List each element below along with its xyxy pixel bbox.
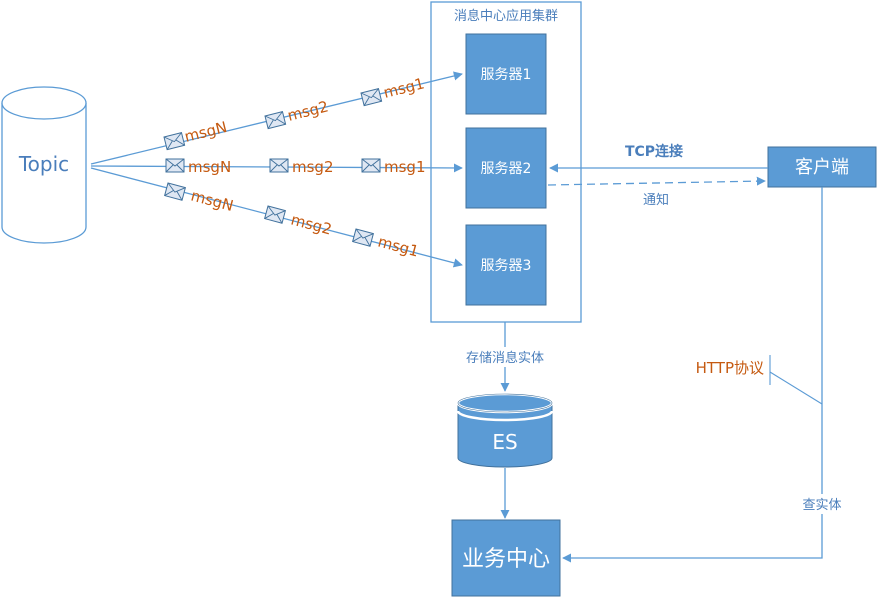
client-label: 客户端 bbox=[795, 157, 849, 178]
server-3-label: 服务器3 bbox=[481, 258, 532, 274]
msg-label-middle-2: msg2 bbox=[292, 158, 334, 176]
envelope-icon bbox=[352, 228, 374, 247]
arrow-server-2-notify-client bbox=[547, 176, 766, 186]
server-2-label: 服务器2 bbox=[481, 161, 532, 177]
cluster-title: 消息中心应用集群 bbox=[454, 8, 558, 24]
notify-label: 通知 bbox=[643, 192, 669, 208]
msg-label-lower-1: msg1 bbox=[376, 232, 421, 260]
msg-label-upper-2: msg2 bbox=[286, 97, 331, 125]
envelope-icon bbox=[163, 132, 186, 151]
envelope-icon bbox=[164, 182, 186, 201]
server-2: 服务器2 bbox=[465, 127, 547, 209]
msg-label-lower-2: msg2 bbox=[289, 210, 334, 238]
query-entity-label: 查实体 bbox=[802, 498, 841, 513]
envelope-icon bbox=[165, 158, 185, 173]
msg-label-upper-N: msgN bbox=[183, 118, 229, 146]
msg-label-middle-N: msgN bbox=[188, 158, 231, 176]
es-node: ES bbox=[456, 392, 554, 468]
topic-node: Topic bbox=[1, 86, 87, 244]
tcp-connection-label: TCP连接 bbox=[625, 143, 683, 160]
envelope-icon bbox=[360, 88, 383, 107]
business-center-node: 业务中心 bbox=[451, 519, 561, 597]
store-message-label: 存储消息实体 bbox=[466, 350, 544, 366]
topic-label: Topic bbox=[18, 152, 69, 176]
server-3: 服务器3 bbox=[465, 224, 547, 306]
server-1: 服务器1 bbox=[465, 33, 547, 115]
message-labels: msgN msg2 msg1 msgN msg2 msg1 msgN msg2 … bbox=[183, 74, 427, 260]
msg-label-upper-1: msg1 bbox=[382, 74, 427, 102]
envelope-icon bbox=[269, 158, 289, 173]
arrow-client-to-business-center bbox=[562, 187, 823, 563]
msg-label-lower-N: msgN bbox=[189, 186, 235, 215]
client-node: 客户端 bbox=[767, 146, 877, 188]
es-label: ES bbox=[492, 430, 517, 454]
business-center-label: 业务中心 bbox=[462, 547, 550, 572]
http-protocol-callout: HTTP协议 bbox=[696, 355, 823, 405]
envelope-icon bbox=[361, 158, 381, 173]
server-1-label: 服务器1 bbox=[481, 67, 532, 83]
msg-label-middle-1: msg1 bbox=[384, 158, 426, 176]
envelope-icon bbox=[264, 111, 287, 130]
envelope-icon bbox=[264, 205, 286, 224]
message-envelopes bbox=[163, 88, 383, 247]
cluster-container: 消息中心应用集群 bbox=[430, 1, 582, 323]
http-protocol-label: HTTP协议 bbox=[696, 359, 764, 377]
